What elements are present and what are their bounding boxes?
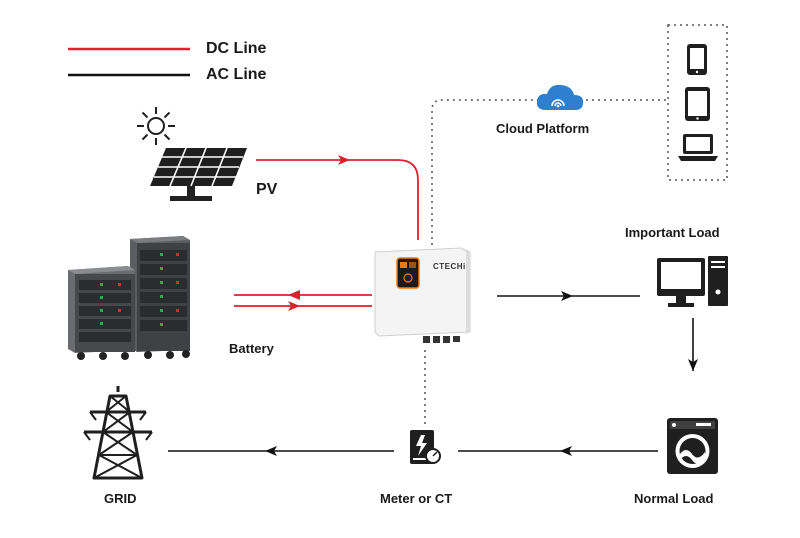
solar-panel-icon: [150, 147, 247, 201]
ac-legend-label: AC Line: [206, 66, 267, 83]
meter-grid-ac-arrow: [265, 446, 277, 456]
grid-label: GRID: [104, 491, 137, 506]
laptop-icon: [678, 134, 718, 161]
inverter-icon: [374, 247, 471, 343]
battery-rack-icon: [68, 236, 190, 360]
pv-label: PV: [256, 181, 278, 198]
important-load-label: Important Load: [625, 225, 720, 240]
phone-icon: [687, 44, 707, 75]
inverter-brand-label: CTECHi: [433, 262, 466, 271]
dc-legend-label: DC Line: [206, 40, 267, 57]
pylon-icon: [83, 386, 153, 480]
battery-dc-arrow-right: [288, 301, 300, 311]
cloud-platform-label: Cloud Platform: [496, 121, 590, 136]
monitor-icon: [657, 256, 728, 307]
inverter-load-ac-arrow: [561, 291, 573, 301]
battery-dc-arrow-left: [288, 290, 300, 300]
washing-machine-icon: [667, 418, 718, 474]
tablet-icon: [685, 87, 710, 121]
meter-icon: [410, 430, 441, 464]
cloud-dotted-line: [431, 99, 538, 245]
important-normal-ac-arrow: [688, 359, 698, 371]
meter-label: Meter or CT: [380, 491, 453, 506]
sun-icon: [137, 107, 175, 145]
battery-label: Battery: [229, 341, 274, 356]
cloud-icon: [536, 84, 584, 110]
normal-load-label: Normal Load: [634, 491, 714, 506]
pv-dc-arrow: [338, 155, 350, 165]
pv-dc-line: [256, 159, 419, 240]
load-meter-ac-arrow: [560, 446, 572, 456]
